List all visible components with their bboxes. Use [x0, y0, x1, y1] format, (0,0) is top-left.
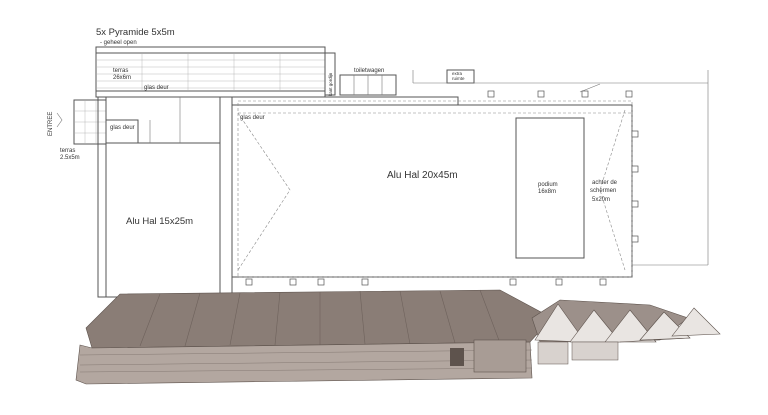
tent-perspective — [75, 289, 721, 385]
pyramid-tent-5 — [671, 307, 721, 337]
alu-hal-small-left-wall — [97, 96, 107, 298]
small-box-label-2: ruimte — [452, 76, 465, 81]
toiletwagen-label: toiletwagen — [354, 68, 384, 74]
alu-hal-small-label: Alu Hal 15x25m — [126, 216, 193, 227]
kant-gordijn-label: kant gordijn — [328, 72, 333, 96]
entree-area: ENTREE terras 2.5x5m — [48, 99, 107, 161]
entree-arrow-icon — [56, 112, 63, 128]
terras-label: terras — [113, 68, 128, 74]
main-tent-wall — [75, 341, 533, 385]
small-box: extra ruimte — [412, 69, 709, 93]
pyramid-subtitle: - geheel open — [100, 40, 137, 46]
alu-hal-large-dashed — [237, 100, 633, 278]
achter-label-3: 5x20m — [592, 197, 610, 203]
main-tent-roof — [85, 289, 553, 349]
glas-deur-label-right: glas deur — [240, 115, 265, 121]
alu-hal-large-label: Alu Hal 20x45m — [387, 170, 458, 181]
glas-deur-box-left — [105, 119, 139, 144]
dashed-curtain-right — [599, 109, 626, 271]
terras-grid — [96, 53, 325, 91]
glas-deur-label-left: glas deur — [110, 125, 135, 131]
alu-hal-small: glas deur Alu Hal 15x25m — [97, 96, 233, 298]
pyramid-title: 5x Pyramide 5x5m — [96, 27, 175, 38]
achter-label-2: schermen — [590, 188, 616, 194]
pyramid-terras-area: 5x Pyramide 5x5m - geheel open terras 26… — [95, 27, 336, 98]
podium-size-label: 16x8m — [538, 189, 556, 195]
small-box-label: extra — [452, 71, 463, 76]
tent-annex — [473, 339, 527, 373]
pyramid-tent-1 — [534, 303, 586, 343]
alu-hal-large: podium 16x8m achter de schermen 5x20m Al… — [231, 90, 709, 286]
side-terras-size-label: 2.5x5m — [60, 155, 80, 161]
terras-outline — [95, 46, 326, 98]
podium-rect — [515, 117, 585, 259]
podium-label: podium — [538, 182, 558, 188]
dashed-curtain-left — [237, 112, 291, 271]
alu-hal-large-outline — [231, 104, 633, 278]
terras-inner — [95, 52, 326, 92]
side-terras-label: terras — [60, 148, 75, 154]
tent-door — [450, 348, 464, 366]
terras-size-label: 26x6m — [113, 75, 131, 81]
alu-hal-small-right-wall — [219, 96, 233, 298]
entree-label: ENTREE — [48, 112, 54, 136]
kant-gordijn-strip — [324, 52, 336, 96]
achter-label-1: achter de — [592, 180, 618, 186]
pyramid-tent-3 — [604, 309, 657, 343]
toiletwagen: toiletwagen — [339, 68, 397, 96]
glas-deur-label-top: glas deur — [144, 85, 169, 91]
